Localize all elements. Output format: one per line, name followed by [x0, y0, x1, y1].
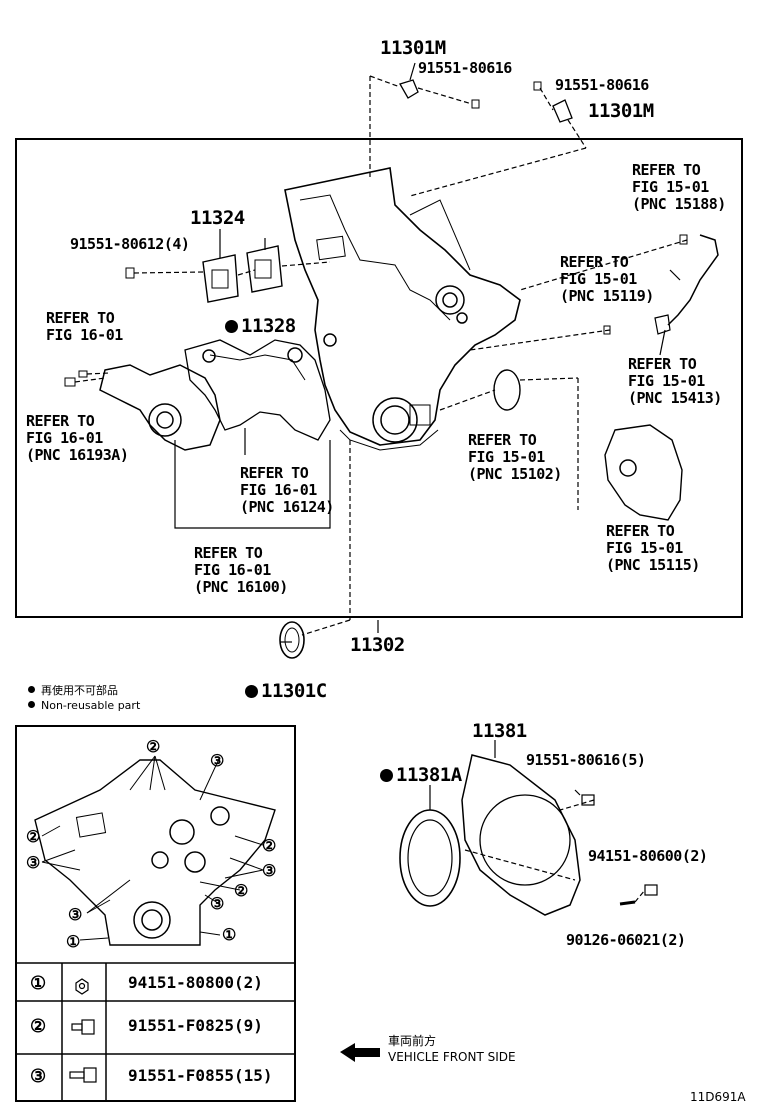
callout-2: ②: [262, 836, 276, 855]
direction-en: VEHICLE FRONT SIDE: [388, 1050, 516, 1064]
oil-pipe: [667, 234, 719, 326]
part-11324: 11324: [190, 207, 245, 229]
part-11328: 11328: [225, 316, 296, 336]
bolt-icon-flange: [75, 978, 89, 995]
non-reusable-dot: [245, 685, 258, 698]
part-11381: 11381: [472, 720, 527, 742]
table-part-1: 94151-80800(2): [128, 973, 263, 992]
ref-pnc-16124: REFER TO FIG 16-01 (PNC 16124): [240, 464, 334, 516]
callout-3: ③: [26, 853, 40, 872]
callout-3: ③: [68, 905, 82, 924]
detail-frame: [15, 725, 296, 1102]
table-part-3: 91551-F0855(15): [128, 1066, 273, 1085]
crank-seal-11301c: [279, 621, 305, 659]
water-pump: [99, 364, 221, 451]
oil-pump: [604, 424, 683, 521]
cam-sensor-left: [399, 79, 419, 99]
direction-jp: 車両前方: [388, 1034, 437, 1048]
part-91551-80616-right: 91551-80616: [555, 76, 649, 94]
front-direction-arrow: [340, 1043, 380, 1062]
legend-non-reusable-en: Non-reusable part: [28, 699, 140, 712]
table-part-2: 91551-F0825(9): [128, 1016, 263, 1035]
table-key-2: ②: [30, 1016, 47, 1037]
callout-1: ①: [222, 925, 236, 944]
part-11381a: 11381A: [380, 765, 462, 785]
part-11301m-right: 11301M: [588, 100, 654, 122]
part-91551-80616-5: 91551-80616(5): [526, 751, 646, 769]
legend-non-reusable-jp: 再使用不可部品: [28, 682, 118, 698]
ref-pnc-16100: REFER TO FIG 16-01 (PNC 16100): [194, 544, 288, 596]
callout-3: ③: [210, 751, 224, 770]
ref-pnc-15119: REFER TO FIG 15-01 (PNC 15119): [560, 253, 654, 305]
rear-oil-seal-11381a: [399, 809, 461, 907]
bolt-icon-short: [71, 1019, 95, 1035]
ref-pnc-15115: REFER TO FIG 15-01 (PNC 15115): [606, 522, 700, 574]
ref-pnc-15102: REFER TO FIG 15-01 (PNC 15102): [468, 431, 562, 483]
gasket-11328: [246, 245, 283, 293]
cam-sensor-right: [552, 99, 573, 123]
legend-dot: [28, 686, 35, 693]
table-key-3: ③: [30, 1066, 47, 1087]
oil-seal-gear: [493, 369, 521, 411]
part-11301m-upper: 11301M: [380, 37, 446, 59]
callout-2: ②: [146, 737, 160, 756]
callout-3: ③: [262, 861, 276, 880]
callout-3: ③: [210, 894, 224, 913]
rear-oil-seal-retainer: [461, 754, 581, 916]
table-key-1: ①: [30, 973, 47, 994]
part-90126-06021: 90126-06021(2): [566, 931, 686, 949]
callout-2: ②: [234, 881, 248, 900]
part-11302: 11302: [350, 634, 405, 656]
ref-pnc-15413: REFER TO FIG 15-01 (PNC 15413): [628, 355, 722, 407]
callout-2: ②: [26, 827, 40, 846]
part-91551-80616-left: 91551-80616: [418, 59, 512, 77]
water-pump-gasket: [184, 339, 331, 441]
timing-chain-cover: [284, 167, 521, 446]
ref-fig-16-01-a: REFER TO FIG 16-01: [46, 309, 123, 344]
plate-11324: [202, 254, 239, 303]
legend-dot: [28, 701, 35, 708]
part-94151-80600: 94151-80600(2): [588, 847, 708, 865]
part-11301c: 11301C: [245, 681, 327, 701]
non-reusable-dot: [225, 320, 238, 333]
bolt-icon-long: [69, 1067, 97, 1083]
non-reusable-dot: [380, 769, 393, 782]
callout-1: ①: [66, 932, 80, 951]
ref-pnc-15188: REFER TO FIG 15-01 (PNC 15188): [632, 161, 726, 213]
part-91551-80612: 91551-80612(4): [70, 235, 190, 253]
figure-id: 11D691A: [690, 1090, 746, 1104]
main-frame: [15, 138, 743, 618]
ref-pnc-16193a: REFER TO FIG 16-01 (PNC 16193A): [26, 412, 129, 464]
